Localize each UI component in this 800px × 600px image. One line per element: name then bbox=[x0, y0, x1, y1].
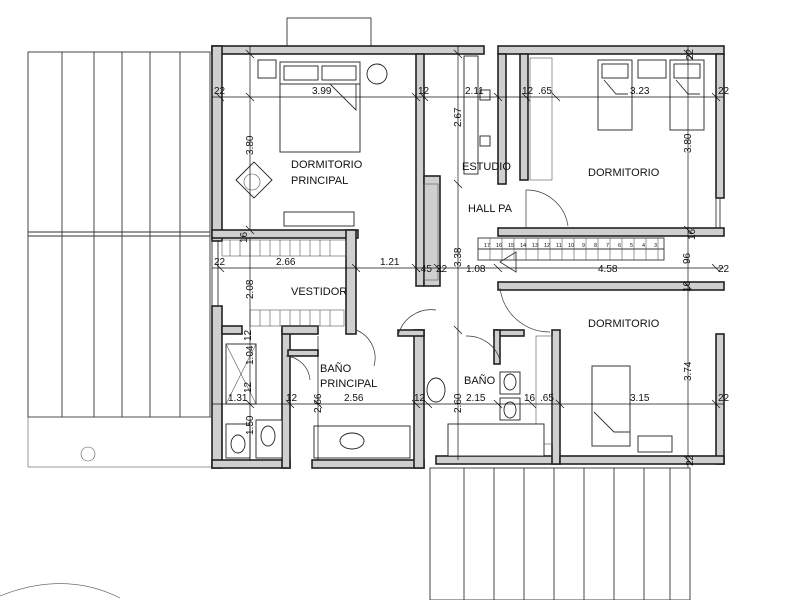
site-boundary-curve bbox=[0, 583, 121, 599]
dimension-label: 22 bbox=[436, 264, 448, 275]
dimension-label: 22 bbox=[685, 454, 696, 466]
dimension-label: 16 bbox=[682, 280, 693, 292]
dimension-lines bbox=[212, 46, 724, 468]
dimension-label: .45 bbox=[418, 264, 432, 275]
dimension-label: 12 bbox=[243, 381, 254, 393]
stair-step-label: 15 bbox=[508, 243, 514, 249]
dimension-label: 22 bbox=[718, 264, 730, 275]
dimension-label: 2.60 bbox=[453, 393, 464, 413]
dimension-label: .65 bbox=[538, 86, 552, 97]
stair-step-label: 9 bbox=[582, 243, 585, 249]
dimension-label: 1.08 bbox=[466, 264, 486, 275]
dimension-label: 22 bbox=[214, 257, 226, 268]
north-box bbox=[286, 17, 372, 47]
stair-step-label: 16 bbox=[496, 243, 502, 249]
dimension-label: 16 bbox=[687, 228, 698, 240]
room-label-bano-principal: BAÑO bbox=[320, 362, 352, 375]
stair-step-label: 5 bbox=[630, 243, 633, 249]
dimension-label: 2.67 bbox=[453, 107, 464, 127]
se-bed bbox=[591, 365, 673, 453]
dimension-label: 22 bbox=[718, 393, 730, 404]
dimension-label: 12 bbox=[522, 86, 534, 97]
master-bed bbox=[257, 59, 388, 227]
stair-step-label: 14 bbox=[520, 243, 526, 249]
bathroom-fixtures bbox=[225, 343, 545, 459]
dimension-label: 96 bbox=[682, 252, 693, 264]
dimension-label: 2.56 bbox=[344, 393, 364, 404]
door-swings bbox=[285, 189, 569, 381]
room-label-hall-pa: HALL PA bbox=[468, 203, 513, 215]
left-pergola bbox=[27, 51, 213, 468]
dimension-label: 3.99 bbox=[312, 86, 332, 97]
staircase: 17 16 15 14 13 12 11 10 9 8 7 6 5 4 3 bbox=[477, 237, 665, 273]
study-furniture bbox=[463, 55, 491, 175]
dimension-label: 22 bbox=[685, 48, 696, 60]
dimension-label: 22 bbox=[214, 86, 226, 97]
dimension-label: 1.31 bbox=[228, 393, 248, 404]
dimension-label: 22 bbox=[718, 86, 730, 97]
dimension-label: 3.38 bbox=[453, 247, 464, 267]
stair-step-label: 12 bbox=[544, 243, 550, 249]
room-label-dormitorio-se: DORMITORIO bbox=[588, 318, 660, 330]
ne-beds bbox=[597, 59, 705, 131]
stair-step-label: 6 bbox=[618, 243, 621, 249]
dimension-label: 12 bbox=[286, 393, 298, 404]
dimension-label: 1.04 bbox=[245, 345, 256, 365]
dimension-label: .65 bbox=[540, 393, 554, 404]
room-label-dormitorio-principal: PRINCIPAL bbox=[291, 175, 348, 187]
stair-step-label: 7 bbox=[606, 243, 609, 249]
stair-step-label: 4 bbox=[642, 243, 645, 249]
room-label-vestidor: VESTIDOR bbox=[291, 286, 347, 298]
dimension-label: 4.58 bbox=[598, 264, 618, 275]
room-label-dormitorio-ne: DORMITORIO bbox=[588, 167, 660, 179]
dimension-label: 2.11 bbox=[465, 86, 484, 97]
stair-step-label: 17 bbox=[484, 243, 490, 249]
room-label-dormitorio-principal: DORMITORIO bbox=[291, 159, 363, 171]
dimension-label: 2.66 bbox=[313, 393, 324, 413]
dimension-labels: 22 3.99 12 2.11 12 .65 3.23 22 22 3.80 2… bbox=[214, 48, 730, 466]
dimension-label: 16 bbox=[239, 231, 250, 243]
dimension-label: 3.15 bbox=[630, 393, 650, 404]
room-label-estudio: ESTUDIO bbox=[462, 161, 511, 173]
dimension-label: 3.23 bbox=[630, 86, 650, 97]
stair-step-label: 10 bbox=[568, 243, 574, 249]
room-label-bano-principal: PRINCIPAL bbox=[320, 378, 377, 390]
dimension-label: 2.15 bbox=[466, 393, 486, 404]
dimension-label: 3.80 bbox=[245, 135, 256, 155]
dimension-label: 3.80 bbox=[683, 133, 694, 153]
stair-step-label: 13 bbox=[532, 243, 538, 249]
south-pergola bbox=[429, 467, 691, 600]
dimension-label: 12 bbox=[414, 393, 426, 404]
stair-step-label: 8 bbox=[594, 243, 597, 249]
armchair bbox=[235, 161, 273, 199]
dimension-label: 16 bbox=[524, 393, 536, 404]
dimension-label: 3.74 bbox=[683, 361, 694, 381]
room-label-bano: BAÑO bbox=[464, 374, 496, 387]
dimension-label: 12 bbox=[418, 86, 430, 97]
stair-step-label: 11 bbox=[556, 243, 562, 249]
dimension-label: 1.50 bbox=[245, 415, 256, 435]
dimension-label: 12 bbox=[243, 329, 254, 341]
dimension-label: 2.08 bbox=[245, 279, 256, 299]
dimension-label: 1.21 bbox=[380, 257, 400, 268]
dimension-label: 2.66 bbox=[276, 257, 296, 268]
stair-step-label: 3 bbox=[654, 243, 657, 249]
room-labels: DORMITORIO PRINCIPAL ESTUDIO DORMITORIO … bbox=[291, 159, 660, 390]
